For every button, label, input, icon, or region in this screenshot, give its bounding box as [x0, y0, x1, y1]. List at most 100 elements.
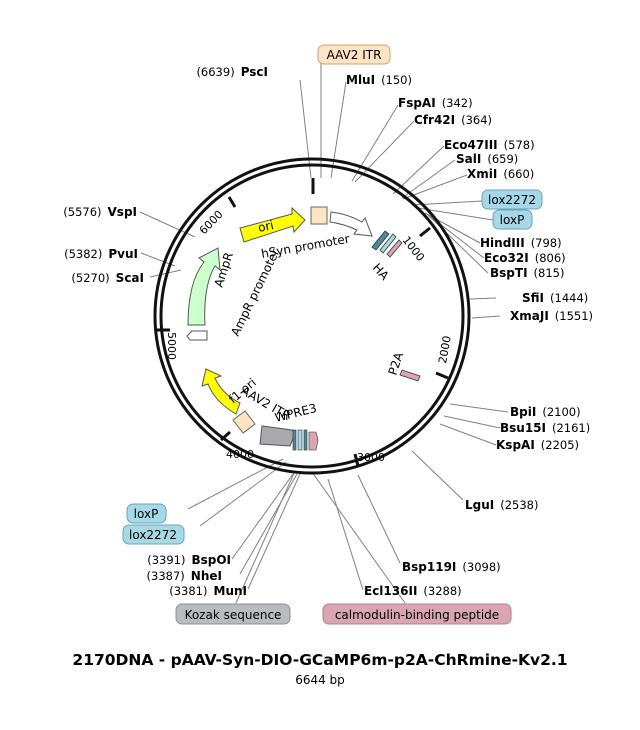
leader-bpii: [449, 403, 509, 413]
site-xmaji: XmaJI (1551): [510, 309, 593, 323]
leader-cbp: [311, 471, 406, 604]
site-fspai-pos: (342): [442, 96, 473, 110]
site-xmii: XmiI (660): [467, 167, 534, 181]
site-eco32i-pos: (806): [535, 251, 566, 265]
site-cfr42i-pos: (364): [461, 113, 492, 127]
site-eco32i: Eco32I (806): [484, 251, 566, 265]
site-bspti-name: BspTI: [490, 266, 528, 280]
plasmid-length: 6644 bp: [295, 673, 345, 687]
site-lgui-name: LguI: [465, 498, 494, 512]
site-sali-pos: (659): [487, 152, 518, 166]
site-xmii-name: XmiI: [467, 167, 497, 181]
site-hindiii-pos: (798): [531, 236, 562, 250]
ha-label: HA: [370, 261, 392, 284]
site-fspai: FspAI(342): [398, 96, 473, 110]
tick-4000: 4000: [226, 448, 254, 461]
leader-bsp119i: [357, 474, 401, 564]
site-ecl136ii-name: Ecl136II: [364, 584, 417, 598]
leader-mlui: [330, 81, 347, 179]
site-muni: (3381)MunI: [169, 584, 247, 598]
plasmid-title: 2170DNA - pAAV-Syn-DIO-GCaMP6m-p2A-ChRmi…: [72, 651, 568, 669]
leader-nhei: [239, 473, 298, 575]
tick-5000: 5000: [165, 332, 178, 360]
tick-1000: 1000: [400, 234, 427, 264]
scale-ticks: [157, 178, 449, 467]
wpre3-arrow: [259, 425, 296, 447]
backbone: [153, 157, 471, 475]
site-psci-pos: (6639): [196, 65, 234, 79]
site-bsp119i-pos: (3098): [462, 560, 500, 574]
aav2-itr-top-box: [310, 206, 328, 225]
site-bsp119i: Bsp119I (3098): [402, 560, 501, 574]
pill-kozak-text: Kozak sequence: [185, 608, 282, 622]
site-vspi: (5576)VspI: [63, 205, 137, 219]
tick-mark-6000: [227, 196, 237, 208]
lox-box-1: [379, 233, 397, 254]
site-kspai-name: KspAI: [496, 438, 535, 452]
site-bsp119i-name: Bsp119I: [402, 560, 456, 574]
site-bsu15i: Bsu15I(2161): [500, 421, 590, 435]
site-bpii-pos: (2100): [542, 405, 580, 419]
site-bspti-pos: (815): [534, 266, 565, 280]
site-ecl136ii-pos: (3288): [423, 584, 461, 598]
peptide-box-1: [386, 239, 403, 258]
pill-lox2272-bottom: [122, 524, 185, 545]
leader-fspai: [351, 104, 399, 182]
site-kspai-pos: (2205): [541, 438, 579, 452]
ampr-arrow: [187, 247, 221, 326]
ori-arrow: [239, 206, 306, 243]
lox-box-3: [297, 429, 303, 451]
pill-calmodulin: [322, 603, 512, 625]
site-eco47iii-pos: (578): [504, 138, 535, 152]
leader-scai: [149, 269, 182, 278]
site-mlui-pos: (150): [381, 73, 412, 87]
site-pvui-pos: (5382): [64, 247, 102, 261]
site-bpii-name: BpiI: [510, 405, 536, 419]
leader-kozak: [235, 470, 296, 604]
leader-muni: [247, 473, 301, 590]
site-sfii: SfiI (1444): [522, 291, 588, 305]
leader-kspai: [439, 423, 497, 446]
ha-tag-box-1: [371, 230, 390, 251]
site-mlui: MluI(150): [346, 73, 412, 87]
site-xmii-pos: (660): [503, 167, 534, 181]
pill-lox2272-top-text: lox2272: [488, 193, 536, 207]
pill-aav2-itr-text: AAV2 ITR: [327, 48, 382, 62]
tick-3000: 3000: [357, 451, 385, 464]
site-bsu15i-name: Bsu15I: [500, 421, 546, 435]
site-pvui-name: PvuI: [108, 247, 138, 261]
site-psci: (6639)PscI: [196, 65, 268, 79]
site-eco47iii-name: Eco47III: [444, 138, 498, 152]
leader-xmaji: [471, 315, 501, 319]
leader-bspoi: [231, 473, 294, 560]
site-ecl136ii: Ecl136II (3288): [364, 584, 462, 598]
leader-cfr42i: [354, 120, 415, 183]
site-vspi-name: VspI: [108, 205, 137, 219]
ori-label: ori: [257, 218, 275, 235]
tick-mark-1000: [419, 226, 431, 238]
features: ori hSyn promoter HA AmpR AmpR promoter …: [186, 206, 421, 451]
site-xmaji-name: XmaJI: [510, 309, 549, 323]
site-xmaji-pos: (1551): [555, 309, 593, 323]
ampr-promoter-label: AmpR promoter: [228, 246, 282, 338]
site-cfr42i-name: Cfr42I: [414, 113, 455, 127]
pill-loxp-top-text: loxP: [500, 213, 525, 227]
site-bpii: BpiI (2100): [510, 405, 581, 419]
leader-psci: [299, 79, 312, 179]
pill-lox2272-bottom-text: lox2272: [129, 528, 177, 542]
site-sfii-name: SfiI: [522, 291, 544, 305]
site-scai-name: ScaI: [116, 271, 144, 285]
site-sfii-pos: (1444): [550, 291, 588, 305]
hsyn-promoter-arrow: [329, 211, 373, 237]
site-hindiii-name: HindIII: [480, 236, 525, 250]
site-sali: SalI(659): [456, 152, 518, 166]
pill-loxp-top: [492, 209, 533, 230]
lox-box-2: [292, 429, 297, 451]
site-nhei-pos: (3387): [147, 569, 185, 583]
tick-mark-3000: [353, 453, 360, 467]
leader-lgui: [411, 450, 464, 501]
site-eco32i-name: Eco32I: [484, 251, 529, 265]
annotation-pills: AAV2 ITR lox2272 loxP loxP lox2272 Kozak…: [122, 44, 543, 625]
leader-loxp-top: [417, 207, 494, 221]
